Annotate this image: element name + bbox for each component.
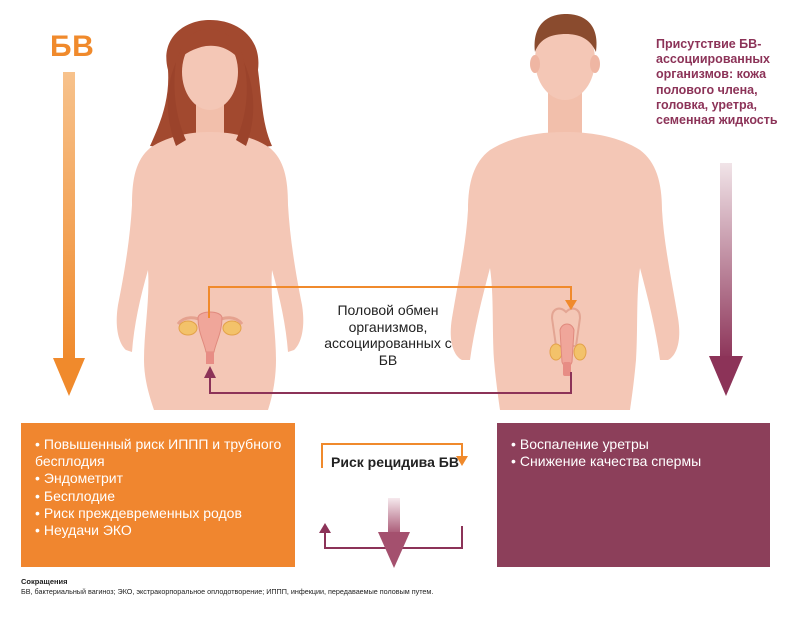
list-item: •Повышенный риск ИППП и трубного бесплод…: [35, 436, 282, 470]
male-outcomes-list: •Воспаление уретры •Снижение качества сп…: [511, 436, 758, 470]
male-reproductive-icon: [549, 307, 587, 376]
female-outcomes-list: •Повышенный риск ИППП и трубного бесплод…: [35, 436, 283, 539]
recurrence-top-arrow: [321, 443, 468, 468]
female-figure: [116, 20, 304, 410]
page-title: БВ: [50, 30, 95, 63]
abbreviations-heading: Сокращения: [21, 577, 68, 586]
list-item: •Эндометрит: [35, 470, 124, 487]
male-figure: [450, 14, 680, 410]
recurrence-down-arrow: [378, 498, 410, 568]
male-outcomes-box: •Воспаление уретры •Снижение качества сп…: [497, 423, 770, 567]
female-outcomes-box: •Повышенный риск ИППП и трубного бесплод…: [21, 423, 295, 567]
female-reproductive-icon: [176, 311, 244, 364]
exchange-label: Половой обмен организмов, ассоциированны…: [324, 302, 452, 368]
female-progression-arrow: [53, 72, 85, 396]
male-organisms-note: Присутствие БВ-ассоциированных организмо…: [656, 37, 778, 128]
list-item: •Снижение качества спермы: [511, 453, 702, 470]
list-item: •Бесплодие: [35, 487, 116, 504]
abbreviations-text: БВ, бактериальный вагиноз; ЭКО, экстрако…: [21, 587, 434, 596]
transmission-female-to-male-arrow: [208, 286, 577, 318]
recurrence-label: Риск рецидива БВ: [331, 454, 459, 470]
male-progression-arrow: [709, 163, 743, 396]
list-item: •Риск преждевременных родов: [35, 504, 242, 521]
transmission-male-to-female-arrow: [204, 366, 572, 394]
list-item: •Воспаление уретры: [511, 436, 649, 452]
list-item: •Неудачи ЭКО: [35, 522, 132, 539]
